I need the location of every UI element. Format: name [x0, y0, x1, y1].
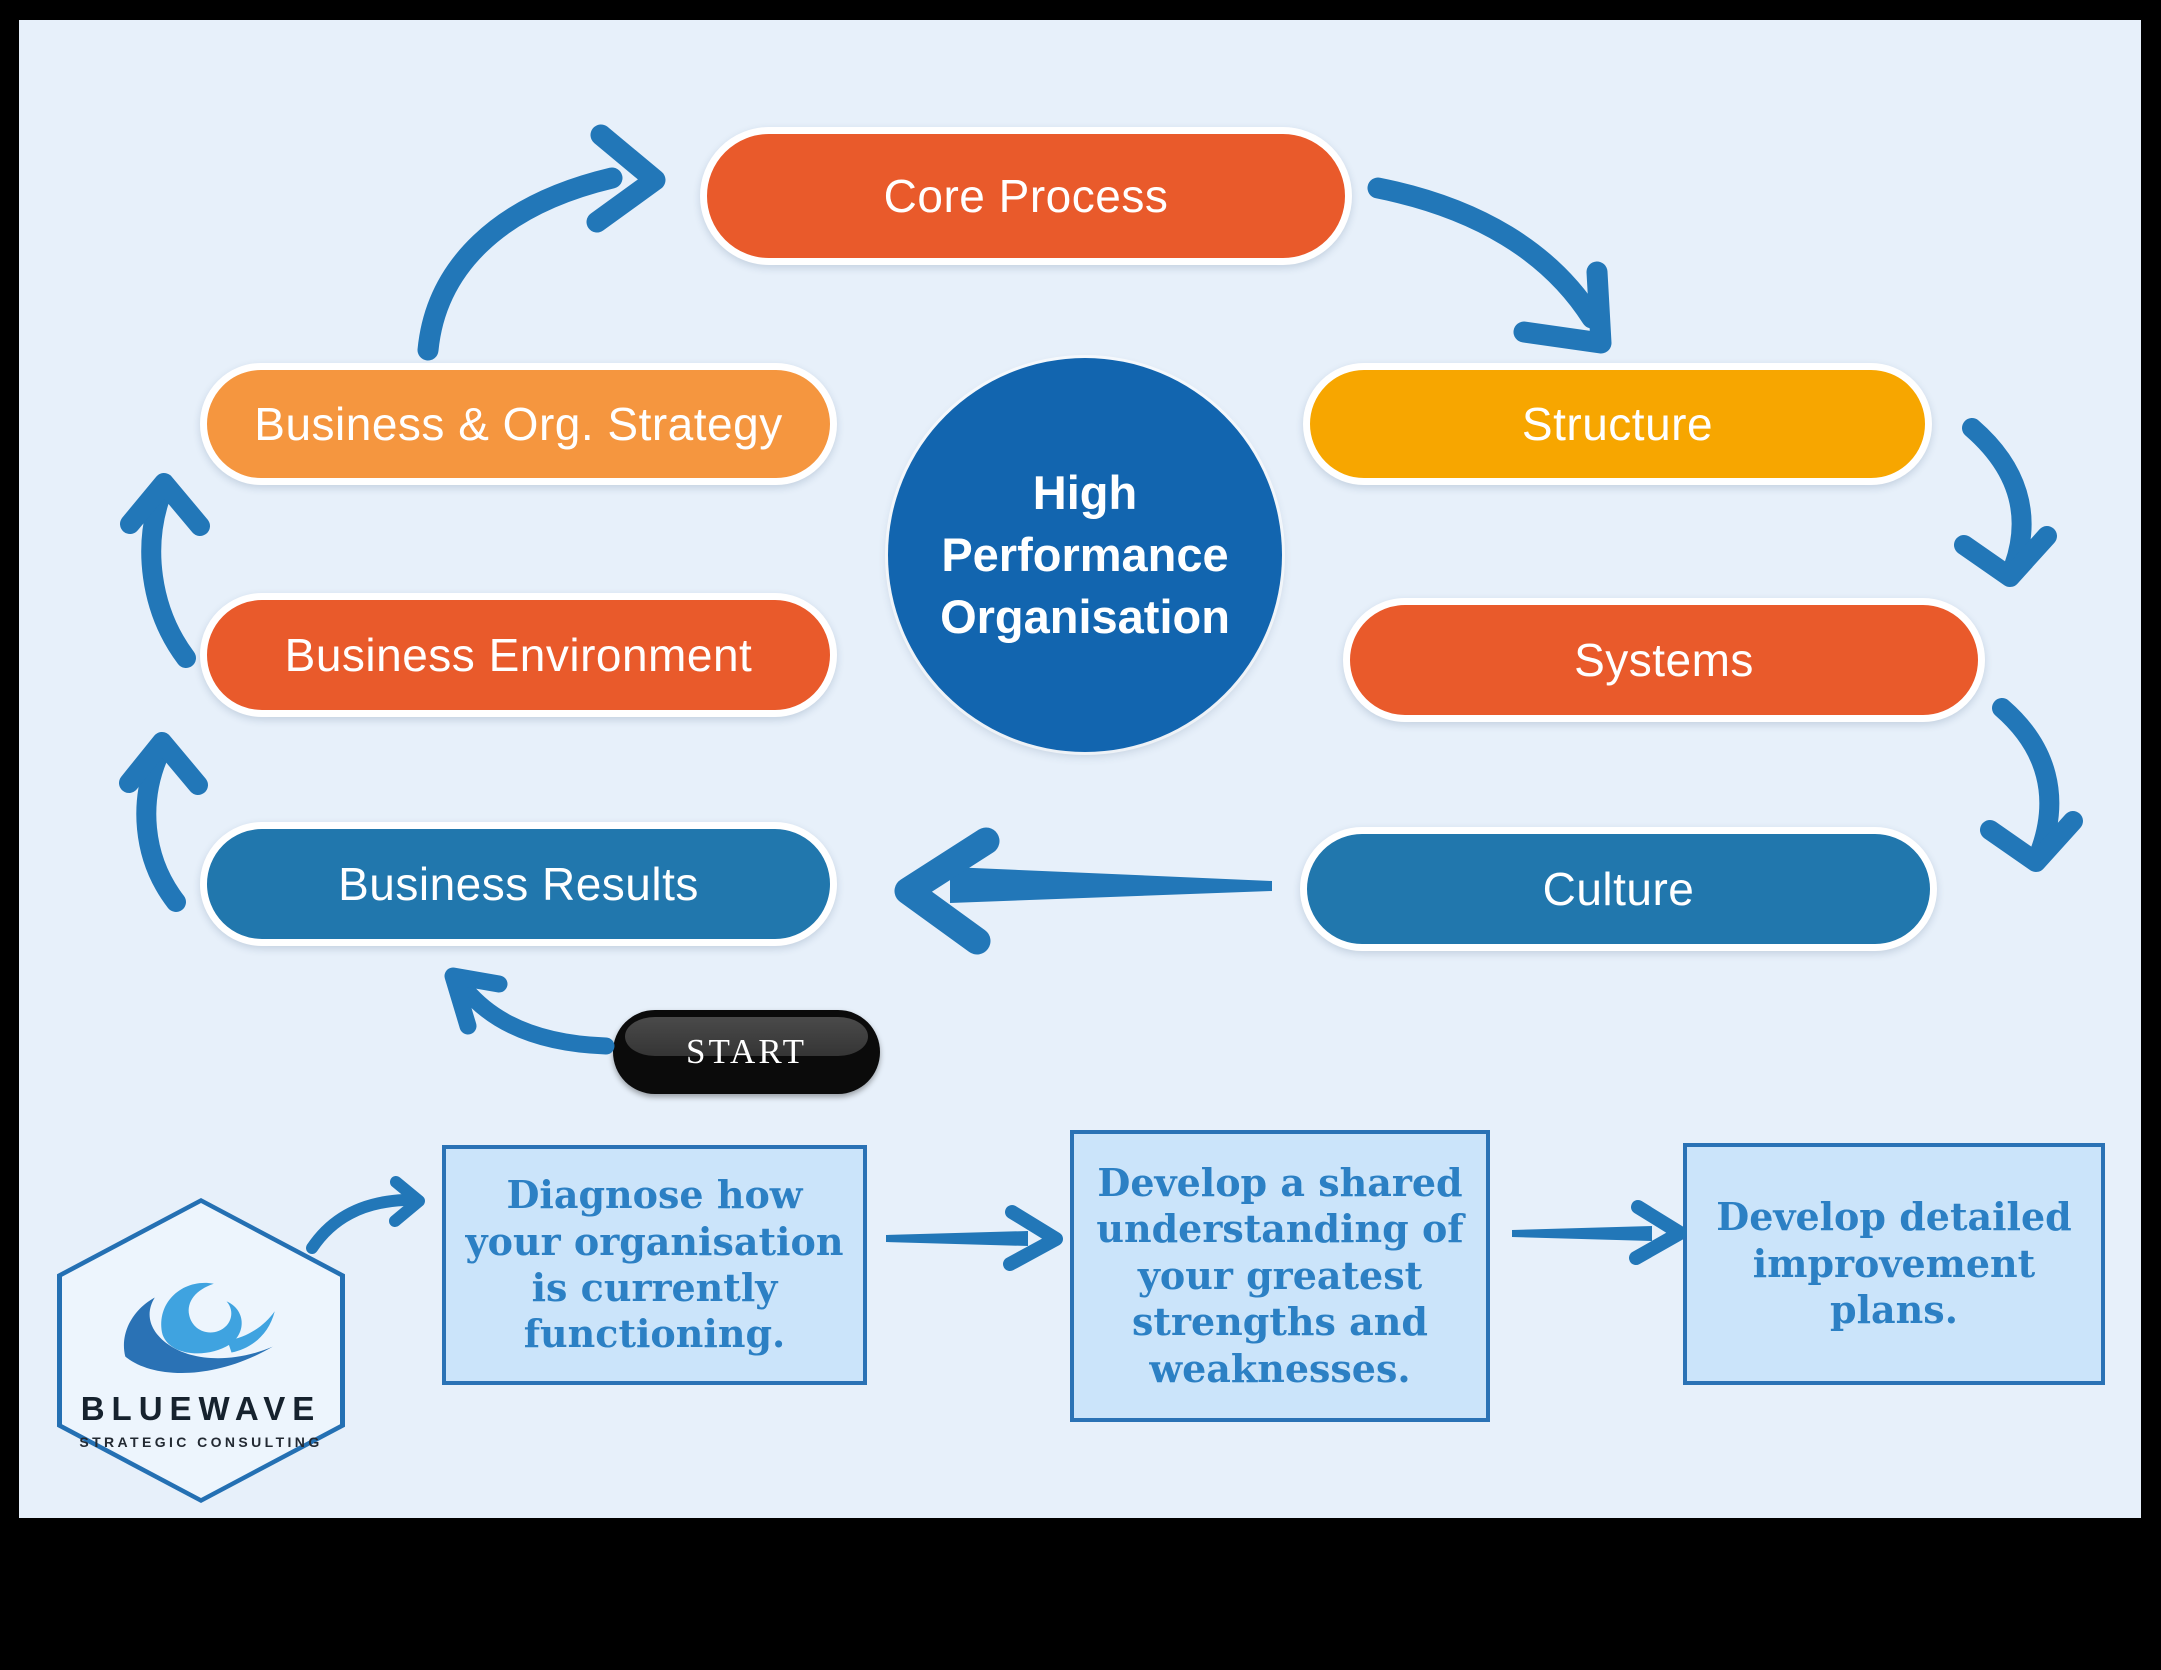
- node-business-org-strategy: Business & Org. Strategy: [200, 363, 837, 485]
- node-systems-label: Systems: [1574, 634, 1754, 686]
- node-business-results: Business Results: [200, 822, 837, 946]
- step-box-shared-understanding-text: Develop a shared understanding of your g…: [1096, 1160, 1464, 1391]
- node-business-results-label: Business Results: [338, 858, 699, 910]
- node-structure-label: Structure: [1521, 398, 1714, 450]
- step-box-diagnose: Diagnose how your organisation is curren…: [442, 1145, 867, 1385]
- bluewave-logo: BLUEWAVE STRATEGIC CONSULTING: [57, 1198, 345, 1503]
- step-box-diagnose-text: Diagnose how your organisation is curren…: [465, 1172, 844, 1357]
- node-core-process: Core Process: [700, 127, 1352, 265]
- step-box-shared-understanding: Develop a shared understanding of your g…: [1070, 1130, 1490, 1422]
- node-culture: Culture: [1300, 827, 1937, 951]
- node-culture-label: Culture: [1542, 863, 1695, 915]
- center-circle-label: High Performance Organisation: [940, 465, 1230, 644]
- node-structure: Structure: [1303, 363, 1932, 485]
- step-box-improvement-plans: Develop detailed improvement plans.: [1683, 1143, 2105, 1385]
- node-core-process-label: Core Process: [883, 170, 1169, 222]
- step-box-improvement-plans-text: Develop detailed improvement plans.: [1716, 1194, 2072, 1333]
- node-business-org-strategy-label: Business & Org. Strategy: [254, 398, 783, 450]
- center-circle-high-performance-organisation: High Performance Organisation: [888, 358, 1282, 752]
- logo-name: BLUEWAVE: [80, 1390, 322, 1427]
- wave-icon: [123, 1282, 275, 1373]
- node-business-environment: Business Environment: [200, 593, 837, 717]
- logo-tagline: STRATEGIC CONSULTING: [79, 1434, 323, 1450]
- diagram-canvas: Core Process Business & Org. Strategy Bu…: [19, 20, 2141, 1518]
- start-button[interactable]: START: [613, 1010, 880, 1094]
- node-business-environment-label: Business Environment: [284, 629, 753, 681]
- start-button-label: START: [686, 1032, 807, 1071]
- node-systems: Systems: [1343, 598, 1985, 722]
